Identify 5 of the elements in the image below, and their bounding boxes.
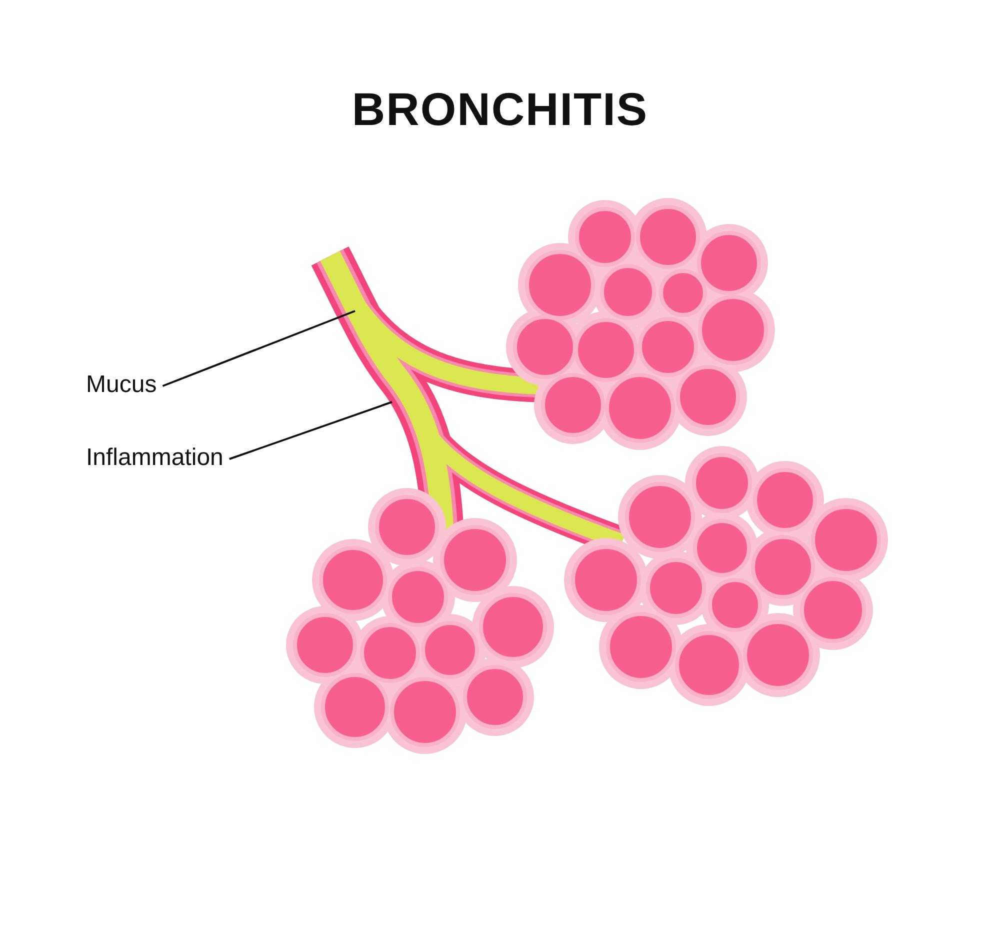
title: BRONCHITIS — [350, 82, 650, 136]
leader-line — [162, 310, 356, 387]
leader-line — [229, 401, 392, 460]
part-label: Inflammation — [86, 444, 224, 472]
part-label: Mucus — [86, 371, 157, 399]
